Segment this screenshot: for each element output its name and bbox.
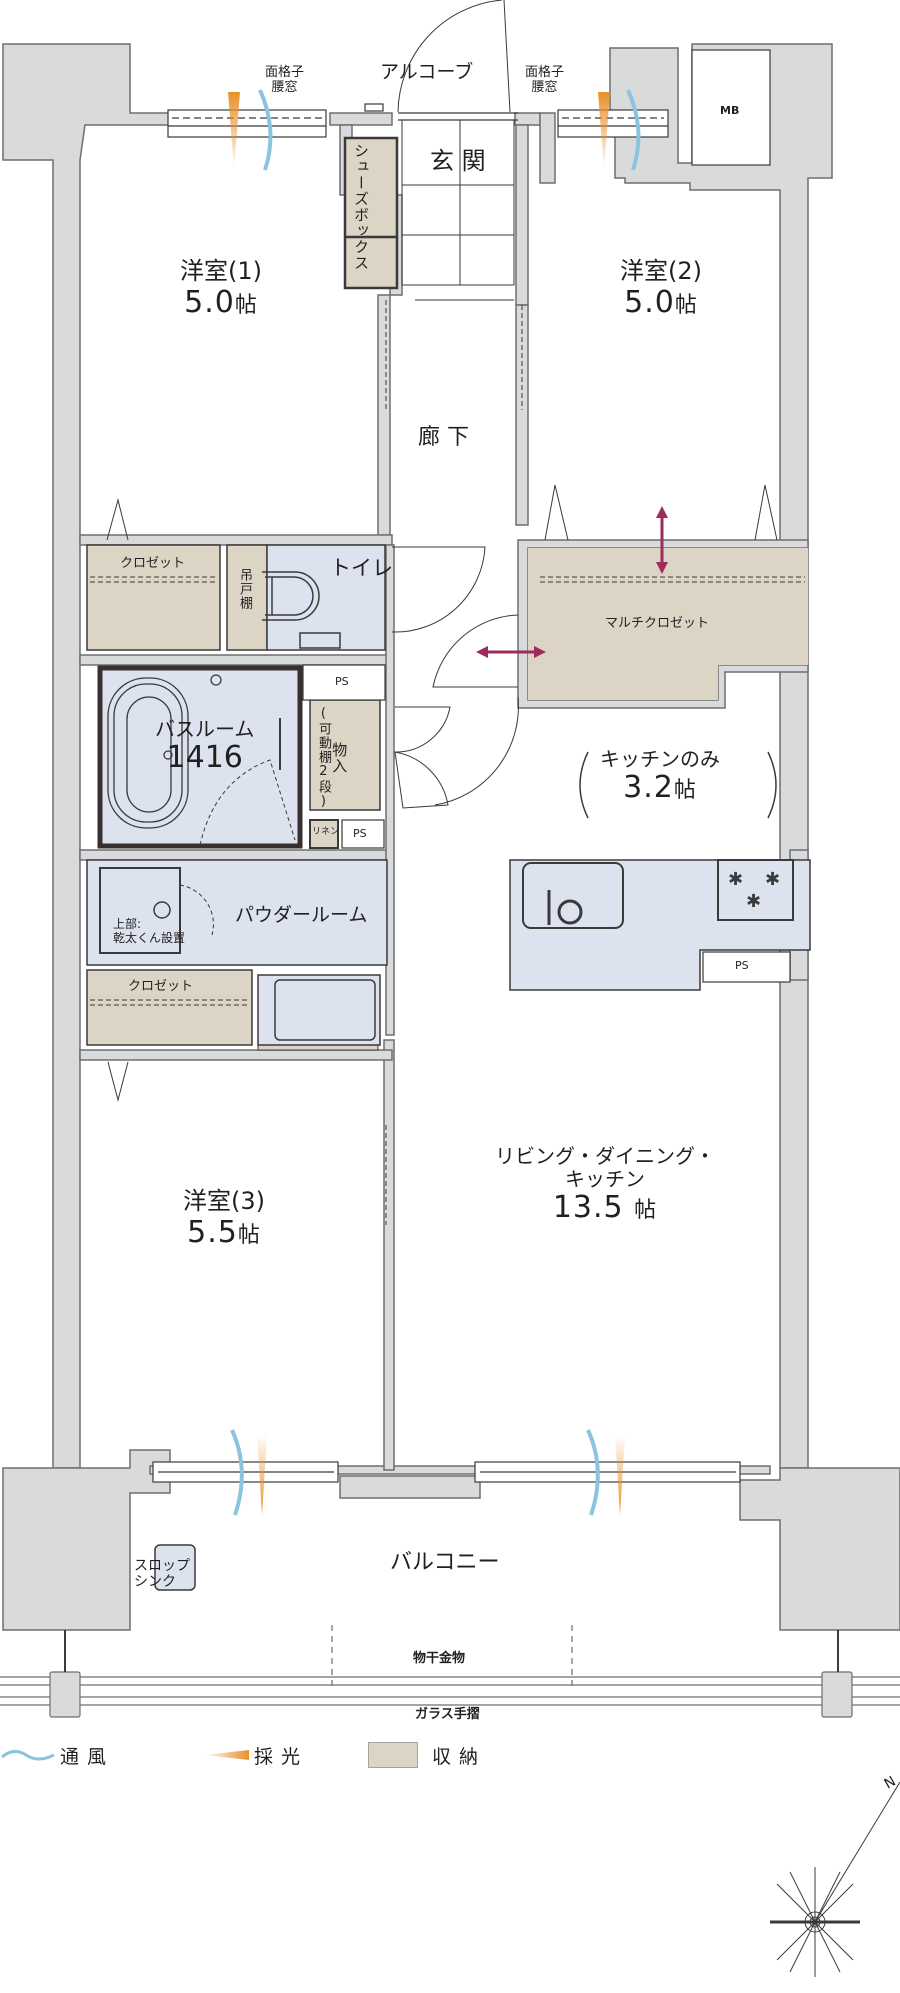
room-powder: パウダールーム — [235, 904, 368, 926]
legend: 通風 採光 収納 — [0, 1740, 526, 1770]
laundry-hardware: 物干金物 — [413, 1651, 466, 1666]
legend-item-storage: 収納 — [368, 1742, 486, 1769]
wind-icon — [1, 1750, 55, 1761]
room-hallway: 廊 下 — [418, 425, 469, 450]
movable-wall-arrows — [476, 506, 668, 658]
room-multi-closet: マルチクロゼット — [605, 616, 710, 631]
wet-areas — [86, 544, 811, 1591]
toilet-fixture — [262, 571, 341, 649]
door-swings — [106, 484, 778, 1102]
room-hanging-shelf: 吊戸棚 — [236, 568, 252, 610]
room-ldk: リビング・ダイニング・ キッチン 13.5 帖 — [495, 1144, 715, 1225]
room-western2: 洋室(2) 5.0帖 — [620, 257, 702, 320]
light-icon — [204, 1750, 250, 1760]
slop-sink: スロップ シンク — [134, 1558, 190, 1591]
bathtub — [107, 674, 281, 829]
svg-text:✱: ✱ — [765, 869, 780, 890]
window-label-right: 面格子 腰窓 — [525, 65, 565, 95]
ps-3: PS — [735, 959, 749, 972]
room-storage: (可動棚2段) 物入 — [315, 706, 349, 810]
powder-note: 上部: 乾太くん設置 — [113, 917, 186, 945]
room-closet1: クロゼット — [120, 556, 186, 571]
mb-box — [691, 49, 771, 166]
ps-1: PS — [335, 675, 349, 688]
mb-label: MB — [720, 104, 740, 117]
storage-areas — [86, 136, 808, 1051]
svg-text:✱: ✱ — [728, 869, 743, 890]
legend-item-wind: 通風 — [0, 1742, 114, 1769]
front-door-swing — [397, 0, 511, 113]
window-label-left: 面格子 腰窓 — [265, 65, 305, 95]
room-bathroom: バスルーム 1416 — [155, 717, 255, 775]
room-kitchen-only: キッチンのみ 3.2帖 — [600, 747, 720, 805]
walls — [2, 43, 900, 1631]
storage-swatch-icon — [368, 1742, 419, 1768]
alcove-label: アルコーブ — [380, 61, 474, 83]
room-entrance: 玄 関 — [430, 147, 486, 175]
svg-text:✱: ✱ — [746, 891, 761, 912]
room-linen: リネン — [312, 827, 340, 837]
room-closet2: クロゼット — [128, 979, 194, 994]
storage-dashes — [90, 300, 805, 1225]
entrance-tiles — [401, 119, 515, 301]
glass-railing-label: ガラス手摺 — [415, 1707, 480, 1722]
kitchen-fixtures: ✱✱✱ — [522, 859, 794, 929]
light-wind-indicators — [228, 89, 641, 1516]
room-shoe-box: シューズボックス — [352, 143, 370, 271]
glass-railing — [0, 1625, 900, 1718]
room-western1: 洋室(1) 5.0帖 — [180, 257, 262, 320]
ps-2: PS — [353, 827, 367, 840]
balcony-windows — [152, 1461, 741, 1483]
room-toilet: トイレ — [330, 556, 393, 580]
top-windows — [167, 103, 669, 138]
compass-icon — [770, 1781, 900, 1977]
room-balcony: バルコニー — [390, 1550, 500, 1575]
legend-item-light: 採光 — [204, 1742, 308, 1769]
room-western3: 洋室(3) 5.5帖 — [183, 1187, 265, 1250]
